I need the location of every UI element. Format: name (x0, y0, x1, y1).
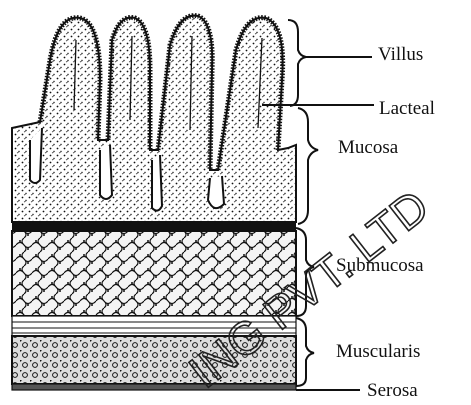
mucosa-layer (12, 16, 296, 222)
label-villus: Villus (378, 45, 423, 64)
serosa-layer (12, 384, 296, 390)
label-serosa: Serosa (367, 381, 418, 400)
muscularis-mucosae (12, 222, 296, 231)
label-submucosa: Submucosa (336, 256, 424, 275)
label-lacteal: Lacteal (379, 99, 435, 118)
label-muscularis: Muscularis (336, 342, 420, 361)
label-mucosa: Mucosa (338, 138, 398, 157)
mucosa-brace (298, 108, 318, 224)
villus-brace (288, 20, 306, 106)
